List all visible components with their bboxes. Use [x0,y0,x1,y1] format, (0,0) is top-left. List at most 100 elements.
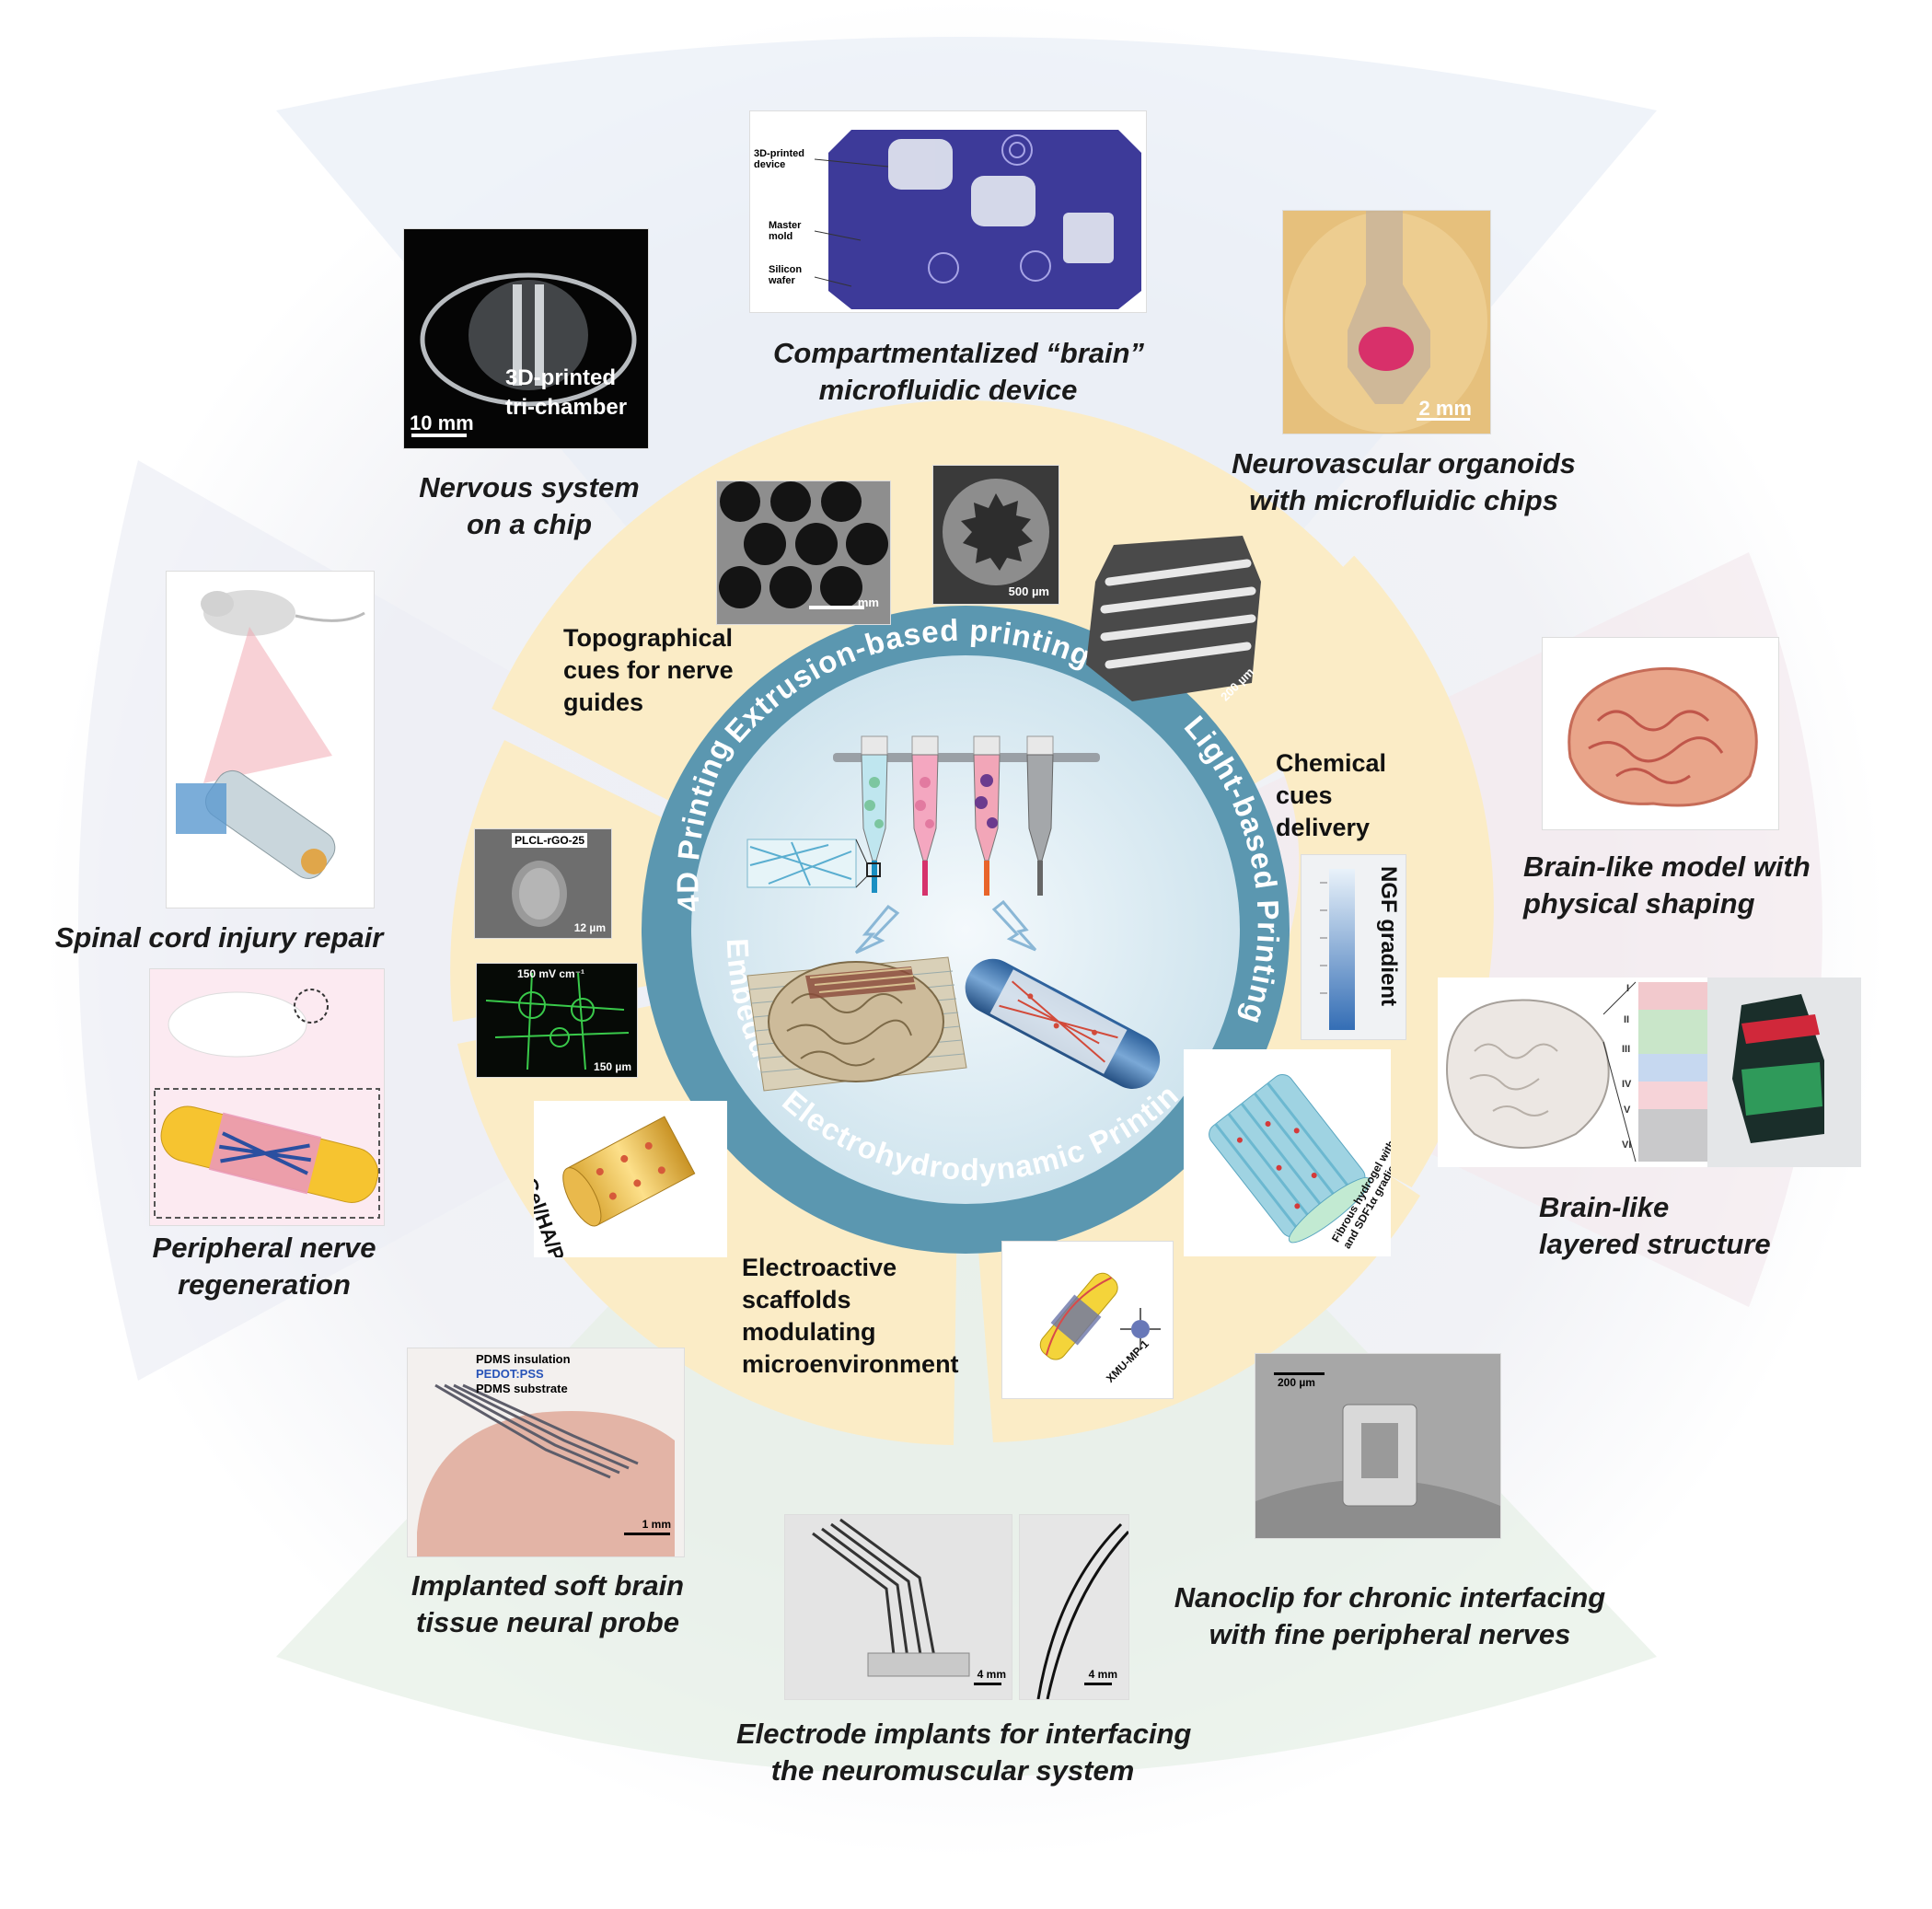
spinal-cord-image [166,571,375,908]
cue-electroactive-line-1: Electroactive [742,1254,897,1281]
caption-layered: Brain-like layered structure [1539,1189,1771,1263]
cross-section-svg [933,466,1059,604]
brain-block-illustration [746,956,967,1092]
chip-scale: 10 mm [410,411,474,434]
plcl-label: PLCL-rGO-25 [512,833,588,848]
fluorescence-image: 150 mV cm⁻¹ 150 µm [476,963,638,1078]
cue-electroactive: Electroactive scaffolds modulating micro… [742,1252,959,1381]
caption-electrode: Electrode implants for interfacing the n… [736,1716,1192,1789]
caption-brain-model-line-1: Brain-like model with [1523,850,1811,883]
xmu-svg [1039,1272,1161,1360]
caption-nervous-chip-line-2: on a chip [466,508,593,540]
mesh-marker [866,862,881,877]
gel-conduit-svg [562,1116,696,1227]
caption-compartmentalized: Compartmentalized “brain” microfluidic d… [773,335,1145,409]
caption-electrode-line-2: the neuromuscular system [770,1754,1135,1787]
probe-label-pedot: PEDOT:PSS [476,1367,544,1381]
caption-neurovascular: Neurovascular organoids with microfluidi… [1220,445,1588,519]
fluorescence-mv-label: 150 mV cm⁻¹ [517,967,585,980]
organoid-scale: 2 mm [1418,397,1472,420]
background-wedge-bottom [276,930,1657,1776]
nozzle-1 [861,735,888,893]
caption-compartmentalized-line-2: microfluidic device [818,374,1078,406]
microfluidic-wafer-image: 3D-printed device Master mold Silicon wa… [749,110,1147,313]
caption-layered-line-1: Brain-like [1539,1191,1670,1223]
layered-brain-image: I II III IV V VI [1438,978,1861,1167]
neural-probe-image: PDMS insulation PEDOT:PSS PDMS substrate… [407,1348,685,1557]
cue-chemical-line-2: cues [1276,781,1333,809]
electrode-b-svg [1020,1515,1128,1699]
layer-ii: II [1624,1014,1630,1025]
caption-compartmentalized-line-1: Compartmentalized “brain” [773,337,1145,369]
arrow-right [991,899,1037,952]
plcl-sem-image: PLCL-rGO-25 12 µm [474,828,612,939]
caption-layered-line-2: layered structure [1539,1228,1771,1260]
cross-section-sem-image: 500 µm [932,465,1059,605]
honeycomb-sem-image: mm [716,480,891,625]
caption-peripheral: Peripheral nerve regeneration [131,1230,398,1303]
caption-peripheral-line-1: Peripheral nerve [152,1232,376,1264]
caption-neurovascular-line-1: Neurovascular organoids [1232,447,1576,480]
layered-brain-svg [1445,978,1861,1167]
neural-probe-svg [408,1348,684,1556]
fluorescence-scale: 150 µm [594,1060,631,1073]
electrode-a-scale: 4 mm [977,1668,1006,1681]
xmu-conduit-image: XMU-MP-1 [1001,1241,1174,1399]
organoid-image: 2 mm [1282,210,1491,434]
fibrous-hydrogel-image: Fibrous hydrogel with PTX and SDF1α grad… [1184,1049,1391,1256]
nozzle-4 [1026,735,1054,896]
ngf-svg [1301,855,1406,1039]
peripheral-svg [150,969,384,1225]
wafer-svg [814,130,1141,309]
electrode-implant-image-a: 4 mm [784,1514,1012,1700]
cue-topographical-line-1: Topographical [563,624,734,652]
cue-chemical: Chemical cues delivery [1276,747,1386,844]
nanoclip-image: 200 µm [1255,1353,1501,1539]
cue-topographical: Topographical cues for nerve guides [563,622,734,719]
cue-electroactive-line-2: scaffolds [742,1286,851,1313]
nervous-chip-svg [404,229,648,448]
nozzle-2 [911,735,939,896]
caption-nervous-chip: Nervous system on a chip [396,469,663,543]
layer-vi: VI [1622,1140,1632,1151]
cue-topographical-line-3: guides [563,688,644,716]
printed-scaffold-svg [1086,536,1261,701]
caption-spinal: Spinal cord injury repair [44,920,394,956]
ngf-gradient-image: NGF gradient [1301,854,1406,1040]
caption-probe-line-2: tissue neural probe [416,1606,679,1638]
plcl-scale: 12 µm [573,921,606,934]
probe-label-pdms-ins: PDMS insulation [476,1352,571,1366]
peripheral-nerve-image [149,968,385,1226]
caption-spinal-line-1: Spinal cord injury repair [54,921,384,954]
layer-iii: III [1622,1044,1631,1055]
printing-nozzles-illustration [746,735,1100,954]
honeycomb-scale: mm [857,596,879,609]
nozzle-3 [973,735,1001,896]
layer-iv: IV [1622,1079,1632,1090]
nervous-chip-image: 10 mm 3D-printed tri-chamber [403,228,649,449]
wafer-label-device: 3D-printed device [754,148,804,170]
fibrous-svg [1209,1073,1371,1244]
cross-section-scale: 500 µm [1008,584,1049,598]
nanoclip-svg [1255,1354,1500,1538]
caption-probe: Implanted soft brain tissue neural probe [396,1568,700,1641]
fluorescence-svg [477,964,637,1077]
caption-nervous-chip-line-1: Nervous system [419,471,640,503]
layer-i: I [1626,983,1630,994]
wafer-label-mold: Master mold [769,220,802,242]
layer-v: V [1624,1105,1631,1116]
honeycomb-svg [717,481,890,624]
organoid-svg [1283,211,1490,434]
caption-nanoclip-line-1: Nanoclip for chronic interfacing [1174,1581,1606,1614]
cue-chemical-line-3: delivery [1276,814,1371,841]
probe-label-pdms-sub: PDMS substrate [476,1382,568,1395]
probe-scale: 1 mm [642,1518,671,1531]
gel-conduit-image: Gel/HA/PL2 [534,1101,727,1257]
cue-topographical-line-2: cues for nerve [563,656,734,684]
nanoclip-scale: 200 µm [1278,1376,1315,1389]
caption-probe-line-1: Implanted soft brain [411,1569,685,1602]
conduit-illustration [965,958,1161,1089]
printed-scaffold-image: 200 µm [1077,526,1270,706]
caption-electrode-line-1: Electrode implants for interfacing [736,1718,1192,1750]
